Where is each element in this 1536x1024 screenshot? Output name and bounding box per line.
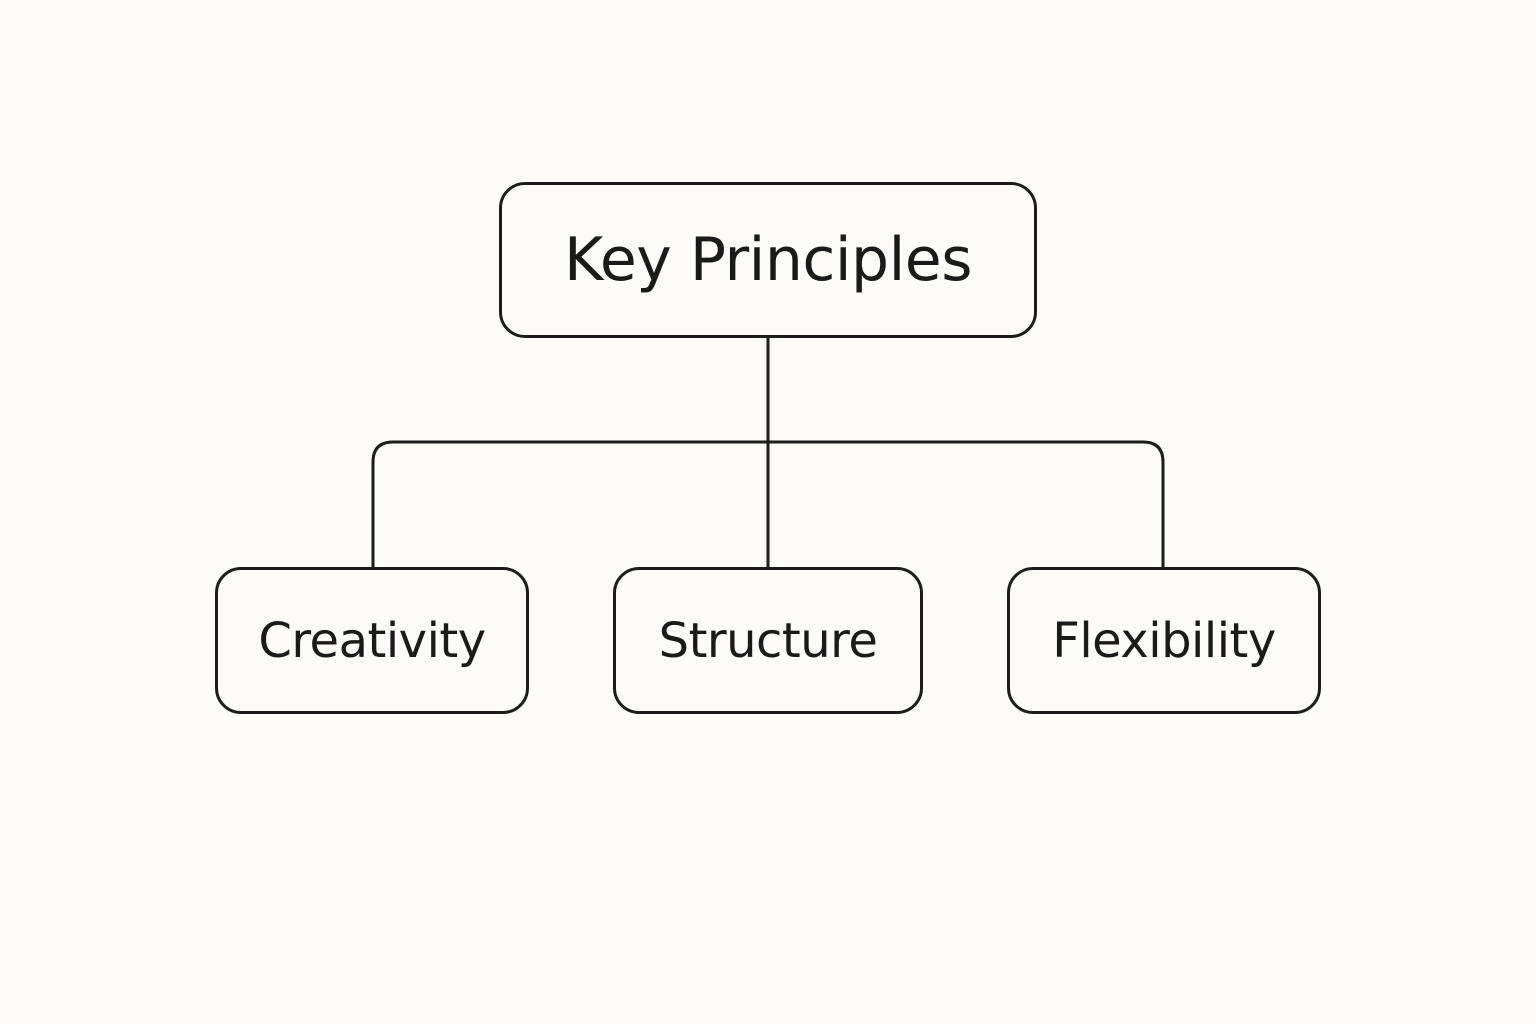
child-node-structure: Structure: [613, 567, 923, 714]
child-node-flexibility: Flexibility: [1007, 567, 1321, 714]
child-node-label: Creativity: [258, 612, 486, 669]
connector-horizontal-bus: [371, 440, 1165, 569]
child-node-label: Flexibility: [1052, 612, 1276, 669]
root-node-key-principles: Key Principles: [499, 182, 1037, 338]
child-node-label: Structure: [658, 612, 878, 669]
root-node-label: Key Principles: [564, 225, 972, 295]
child-node-creativity: Creativity: [215, 567, 529, 714]
